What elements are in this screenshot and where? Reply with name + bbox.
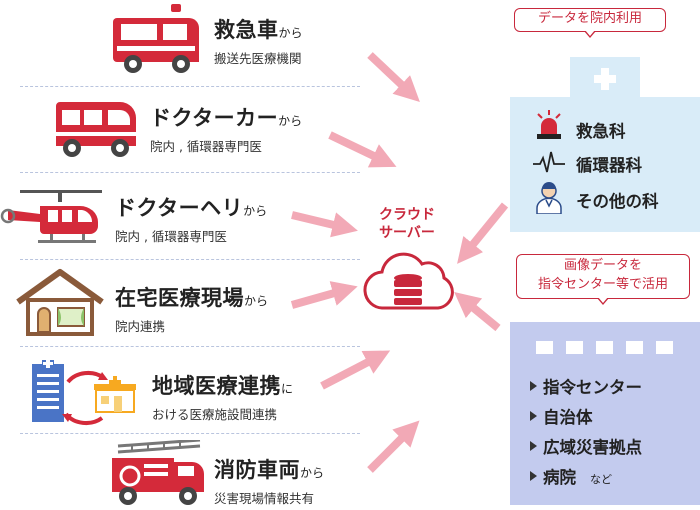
source-title-doctor-heli: ドクターヘリから — [115, 196, 268, 220]
destination-disaster-base: 広域災害拠点 — [530, 434, 642, 458]
source-title-regional: 地域医療連携に — [152, 374, 294, 398]
source-title-ambulance: 救急車から — [214, 18, 303, 42]
cloud-label-line1: クラウド — [379, 207, 435, 223]
destination-command-center: 指令センター — [530, 374, 642, 398]
source-subtitle-home-care: 院内連携 — [115, 319, 166, 334]
triangle-bullet-icon — [530, 441, 537, 451]
source-title-doctor-car: ドクターカーから — [150, 106, 303, 130]
hospital-callout: データを院内利用 — [514, 8, 666, 38]
arrow-from-doctor-heli — [291, 211, 358, 238]
cloud-server-icon — [363, 252, 454, 310]
arrow-from-regional — [320, 350, 391, 390]
row-divider — [20, 259, 360, 260]
command-callout-line1: 画像データを — [563, 258, 642, 273]
command-callout: 画像データを 指令センター等で活用 — [516, 254, 690, 305]
destination-municipality: 自治体 — [530, 404, 593, 428]
ambulance-icon — [113, 4, 199, 73]
ecg-icon — [533, 151, 565, 173]
building-window — [566, 341, 583, 354]
building-window — [656, 341, 673, 354]
hospital-cross-icon — [594, 68, 616, 90]
doctor-car-icon — [56, 102, 136, 157]
department-other: その他の科 — [576, 192, 659, 211]
helicopter-icon — [0, 190, 102, 243]
source-subtitle-ambulance: 搬送先医療機関 — [214, 51, 302, 66]
source-subtitle-doctor-car: 院内 , 循環器専門医 — [150, 139, 262, 154]
building-window — [596, 341, 613, 354]
cloud-label: クラウド サーバー — [362, 206, 452, 242]
source-title-home-care: 在宅医療現場から — [115, 286, 269, 310]
row-divider — [20, 172, 360, 173]
fire-truck-icon — [112, 440, 204, 505]
arrow-from-doctor-car — [328, 131, 397, 168]
triangle-bullet-icon — [530, 411, 537, 421]
triangle-bullet-icon — [530, 381, 537, 391]
source-title-fire-truck: 消防車両から — [214, 458, 325, 482]
triangle-bullet-icon — [530, 471, 537, 481]
source-subtitle-doctor-heli: 院内 , 循環器専門医 — [115, 229, 227, 244]
department-cardiology: 循環器科 — [576, 156, 642, 175]
source-subtitle-regional: おける医療施設間連携 — [152, 407, 278, 422]
arrow-from-ambulance — [367, 52, 420, 103]
row-divider — [20, 433, 360, 434]
arrow-to-command — [454, 292, 501, 332]
destination-hospital: 病院など — [530, 464, 612, 488]
building-window — [626, 341, 643, 354]
siren-icon — [537, 110, 561, 139]
building-window — [536, 341, 553, 354]
facility-link-icon — [32, 360, 136, 426]
doctor-icon — [536, 182, 562, 214]
cloud-label-line2: サーバー — [379, 225, 435, 241]
row-divider — [20, 346, 360, 347]
row-divider — [20, 86, 360, 87]
house-icon — [16, 269, 104, 336]
source-subtitle-fire-truck: 災害現場情報共有 — [214, 491, 315, 506]
arrow-to-hospital — [457, 202, 509, 264]
department-emergency: 救急科 — [576, 122, 626, 141]
arrow-from-home-care — [290, 281, 358, 309]
arrow-from-fire-truck — [367, 420, 420, 473]
command-callout-line2: 指令センター等で活用 — [537, 277, 668, 292]
